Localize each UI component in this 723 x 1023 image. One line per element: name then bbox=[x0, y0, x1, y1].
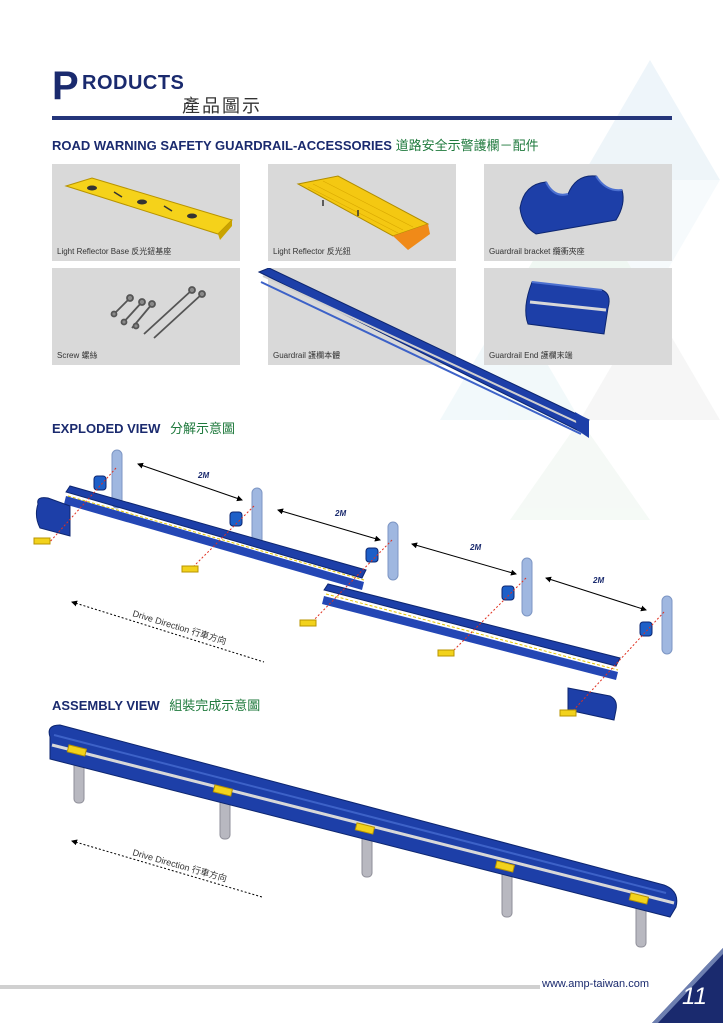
spacing-label: 2M bbox=[592, 576, 604, 585]
guardrail-end-image bbox=[525, 281, 610, 335]
drive-direction-label: Drive Direction 行車方向 bbox=[131, 846, 228, 883]
product-caption: Light Reflector 反光鈕 bbox=[273, 247, 351, 256]
spacing-label: 2M bbox=[197, 471, 209, 480]
product-tile-reflector-base: Light Reflector Base 反光鈕基座 bbox=[52, 164, 240, 261]
page-number-tab bbox=[652, 948, 723, 1023]
screw-image bbox=[110, 286, 206, 339]
page-title-initial: P bbox=[52, 64, 79, 108]
footer-rule bbox=[0, 985, 540, 989]
exploded-view-title-cn: 分解示意圖 bbox=[169, 421, 235, 436]
assembly-view-title: ASSEMBLY VIEW 組裝完成示意圖 bbox=[52, 695, 260, 714]
section-title: ROAD WARNING SAFETY GUARDRAIL-ACCESSORIE… bbox=[52, 135, 539, 154]
reflector-base-image bbox=[64, 177, 233, 240]
drive-direction-label: Drive Direction 行車方向 bbox=[131, 607, 227, 646]
bracket-image bbox=[519, 175, 624, 235]
product-caption: Light Reflector Base 反光鈕基座 bbox=[57, 247, 172, 256]
product-caption: Guardrail bracket 纜衝夾座 bbox=[489, 247, 585, 256]
footer-url: www.amp-taiwan.com bbox=[542, 978, 649, 990]
product-caption: Screw 螺絲 bbox=[57, 351, 98, 360]
exploded-view-diagram: 2M 2M 2M 2M Drive Direction 行車方向 bbox=[33, 449, 673, 721]
assembly-view-title-cn: 組裝完成示意圖 bbox=[169, 698, 261, 713]
assembly-view-diagram: Drive Direction 行車方向 bbox=[48, 724, 678, 948]
exploded-view-title-en: EXPLODED VIEW bbox=[52, 421, 161, 436]
product-tile-screw: Screw 螺絲 bbox=[52, 268, 240, 365]
exploded-view-title: EXPLODED VIEW 分解示意圖 bbox=[52, 418, 235, 437]
assembly-view-title-en: ASSEMBLY VIEW bbox=[52, 698, 160, 713]
page-subtitle: 產品圖示 bbox=[182, 96, 262, 116]
page-number: 11 bbox=[682, 983, 707, 1010]
section-title-cn: 道路安全示警護欄－配件 bbox=[395, 138, 539, 153]
header-rule bbox=[52, 116, 672, 120]
product-tile-guardrail-end: Guardrail End 護欄末端 bbox=[484, 268, 672, 365]
spacing-label: 2M bbox=[334, 509, 346, 518]
section-title-en: ROAD WARNING SAFETY GUARDRAIL-ACCESSORIE… bbox=[52, 138, 392, 153]
page-title: RODUCTS bbox=[82, 72, 185, 94]
reflector-image bbox=[296, 175, 430, 250]
product-caption: Guardrail 護欄本體 bbox=[273, 351, 341, 360]
product-tile-reflector: Light Reflector 反光鈕 bbox=[268, 164, 456, 261]
spacing-label: 2M bbox=[469, 543, 481, 552]
product-caption: Guardrail End 護欄末端 bbox=[489, 351, 573, 360]
product-tile-bracket: Guardrail bracket 纜衝夾座 bbox=[484, 164, 672, 261]
guardrail-image bbox=[257, 268, 590, 438]
